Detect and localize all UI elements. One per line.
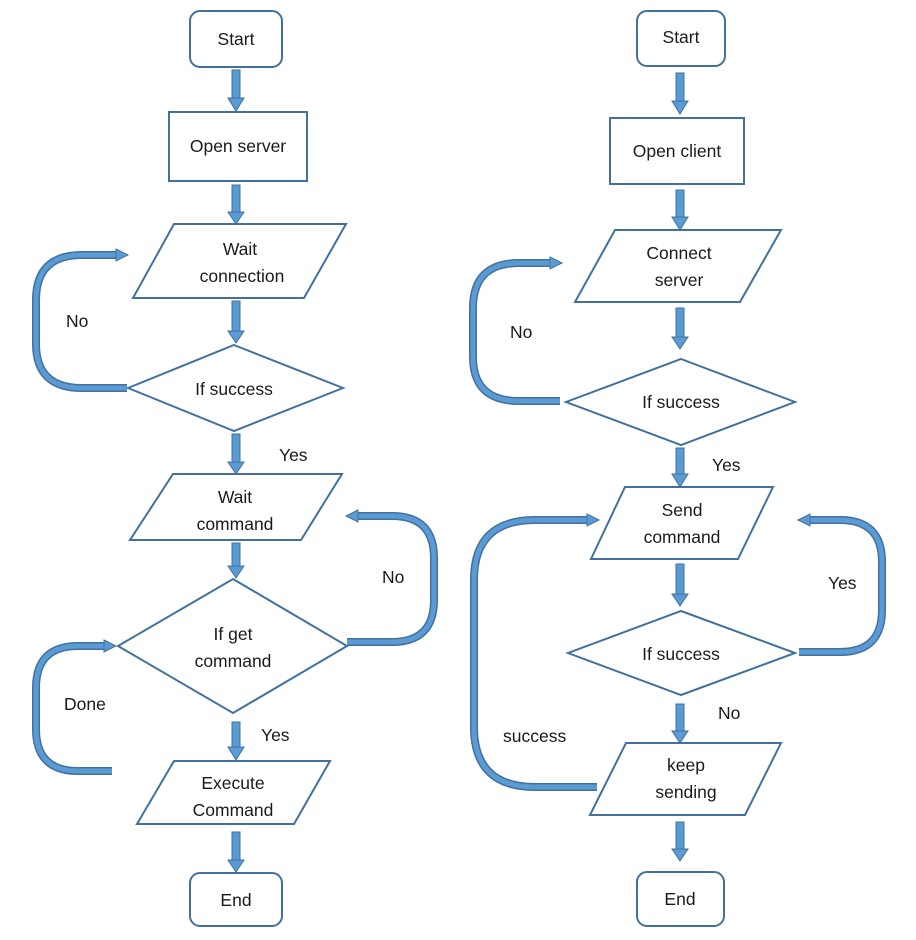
client-connect-line2: server	[655, 270, 704, 290]
server-loop-no-connection	[32, 248, 130, 392]
server-arrow-open-wait	[227, 184, 245, 225]
client-if-success-label-2: If success	[642, 644, 720, 664]
server-execute-line2: Command	[193, 800, 274, 820]
server-open-label: Open server	[190, 136, 286, 156]
server-end-node: End	[189, 872, 283, 927]
client-loop-success	[470, 513, 601, 791]
server-loop-no-command	[344, 509, 438, 646]
client-no-label: No	[510, 322, 532, 342]
client-if-success-label-1: If success	[642, 392, 720, 412]
client-yes-label-1: Yes	[712, 455, 741, 475]
server-arrow-wait-decision	[227, 300, 245, 344]
client-yes-label-2: Yes	[828, 573, 857, 593]
server-if-success-label: If success	[195, 379, 273, 399]
client-arrow-decision-keep	[671, 703, 689, 744]
client-arrow-start-open	[671, 72, 689, 115]
server-if-success-decision: If success	[125, 343, 346, 433]
client-open-node: Open client	[609, 117, 745, 185]
server-done-label: Done	[64, 694, 106, 714]
server-wait-command-line2: command	[197, 514, 274, 534]
client-connect-node: Connect server	[573, 229, 783, 303]
server-wait-connection-line1: Wait	[223, 239, 257, 259]
server-yes-label-1: Yes	[279, 445, 308, 465]
server-if-get-command-decision: If get command	[116, 577, 349, 715]
server-execute-line1: Execute	[201, 773, 264, 793]
client-arrows	[671, 72, 689, 862]
client-keep-sending-line2: sending	[655, 782, 716, 802]
server-no-label: No	[66, 311, 88, 331]
client-send-node: Send command	[589, 486, 775, 560]
server-loop-done	[32, 639, 118, 775]
client-connect-line1: Connect	[646, 243, 711, 263]
client-loop-no-connect	[469, 256, 564, 405]
client-send-line2: command	[644, 527, 721, 547]
client-end-node: End	[636, 871, 725, 927]
client-arrow-decision-send	[671, 447, 689, 488]
server-arrow-waitcmd-decision	[227, 542, 245, 579]
client-start-label: Start	[663, 27, 700, 47]
server-no-label-2: No	[382, 567, 404, 587]
server-if-get-command-line1: If get	[214, 624, 253, 644]
server-open-node: Open server	[168, 111, 308, 182]
server-arrow-execute-end	[227, 831, 245, 873]
server-wait-command-node: Wait command	[128, 473, 344, 541]
server-wait-command-line1: Wait	[218, 487, 252, 507]
client-end-label: End	[664, 889, 695, 909]
client-if-success-decision-2: If success	[565, 609, 798, 697]
server-start-label: Start	[218, 29, 255, 49]
server-execute-node: Execute Command	[135, 760, 332, 825]
server-arrow-decision-execute	[227, 721, 245, 761]
server-arrows	[227, 69, 245, 873]
client-if-success-decision-1: If success	[563, 357, 798, 447]
server-if-get-command-line2: command	[195, 651, 272, 671]
server-end-label: End	[220, 890, 251, 910]
server-wait-connection-node: Wait connection	[131, 223, 348, 299]
server-arrow-start-open	[227, 69, 245, 112]
server-start-node: Start	[189, 10, 283, 68]
client-keep-sending-line1: keep	[667, 755, 705, 775]
server-wait-connection-line2: connection	[200, 266, 285, 286]
client-arrow-send-decision	[671, 563, 689, 607]
client-arrow-keep-end	[671, 821, 689, 862]
client-start-node: Start	[636, 10, 726, 67]
server-arrow-decision-waitcmd	[227, 433, 245, 475]
client-success-label: success	[503, 726, 566, 746]
client-send-line1: Send	[662, 500, 703, 520]
client-keep-sending-node: keep sending	[588, 742, 783, 816]
client-loop-yes-resend	[796, 513, 886, 656]
client-arrow-connect-decision	[671, 307, 689, 350]
client-no-label-2: No	[718, 703, 740, 723]
server-yes-label-2: Yes	[261, 725, 290, 745]
client-arrow-open-connect	[671, 189, 689, 231]
client-open-label: Open client	[633, 141, 722, 161]
